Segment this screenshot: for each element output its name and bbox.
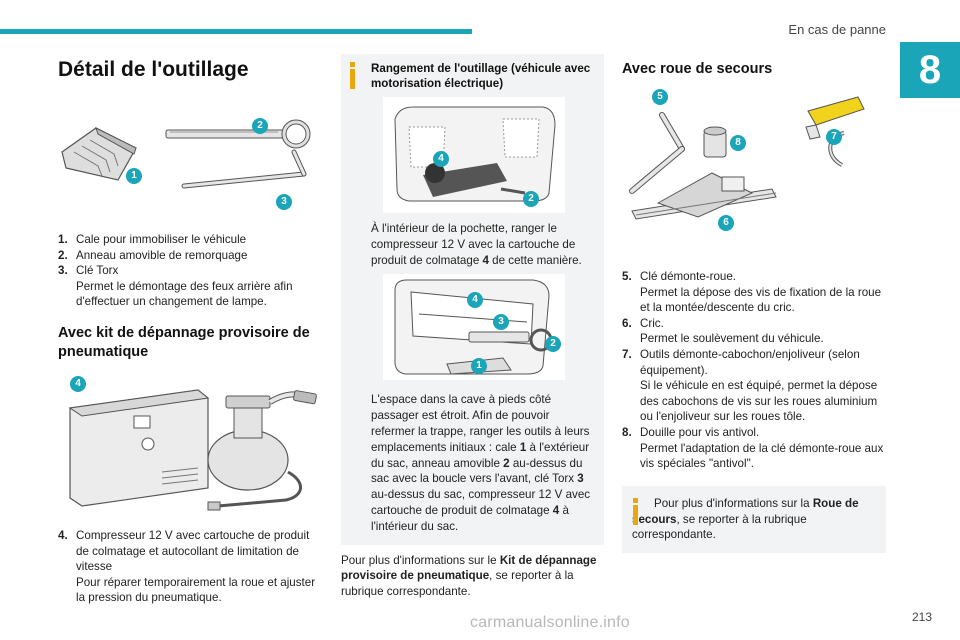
callout-3: 3 bbox=[276, 194, 292, 210]
list-item: 4. Compresseur 12 V avec cartouche de pr… bbox=[58, 528, 316, 605]
storage-instructions: À l'intérieur de la pochette, ranger le … bbox=[371, 222, 582, 267]
callout-1: 1 bbox=[126, 168, 142, 184]
callout-4: 4 bbox=[70, 375, 86, 392]
callout-1: 1 bbox=[471, 358, 487, 375]
storage-notes: L'espace dans la cave à pieds côté passa… bbox=[371, 393, 591, 533]
list-item: 5. Clé démonte-roue. Permet la dépose de… bbox=[622, 270, 882, 315]
info-title: Rangement de l'outillage (véhicule avec … bbox=[371, 62, 591, 90]
tools-list: 1. Cale pour immobiliser le véhicule 2. … bbox=[58, 232, 323, 310]
compressor-drawing bbox=[68, 389, 317, 511]
spare-wheel-info-box: Pour plus d'informations sur la Roue de … bbox=[622, 485, 886, 554]
info-icon bbox=[349, 62, 355, 90]
watermark: carmanualsonline.info bbox=[470, 614, 630, 631]
info-icon bbox=[632, 497, 638, 526]
subsection-title: Avec roue de secours bbox=[622, 61, 773, 77]
chock-ring-torx-drawing bbox=[61, 119, 311, 189]
list-item: 7. Outils démonte-cabochon/enjoliveur (s… bbox=[622, 347, 878, 424]
wheel-tools-drawing bbox=[629, 96, 865, 220]
callout-8: 8 bbox=[730, 135, 746, 151]
page-number: 213 bbox=[911, 610, 932, 624]
wheel-tools-list: 5. Clé démonte-roue. Permet la dépose de… bbox=[622, 269, 886, 472]
callout-6: 6 bbox=[718, 215, 734, 231]
chapter-badge: 8 bbox=[900, 42, 960, 98]
bag-packed-drawing bbox=[383, 274, 565, 381]
callout-2: 2 bbox=[252, 118, 268, 134]
bag-open-drawing bbox=[383, 97, 565, 213]
section-label: En cas de panne bbox=[788, 22, 886, 37]
list-item: 3. Clé Torx Permet le démontage des feux… bbox=[58, 264, 293, 309]
callout-2: 2 bbox=[545, 336, 561, 353]
callout-3: 3 bbox=[493, 314, 509, 331]
column-3: Avec roue de secours 5 8 7 6 bbox=[622, 54, 886, 554]
column-2: Rangement de l'outillage (véhicule avec … bbox=[341, 54, 604, 600]
callout-7: 7 bbox=[826, 129, 842, 145]
page-title: Détail de l'outillage bbox=[58, 58, 249, 81]
callout-5: 5 bbox=[652, 89, 668, 105]
storage-bag-illustration-b: 4 3 2 1 bbox=[383, 274, 565, 381]
callout-2: 2 bbox=[523, 191, 539, 207]
column-1: Détail de l'outillage 1 2 3 1. Cale po bbox=[58, 54, 323, 606]
callout-4: 4 bbox=[467, 292, 483, 309]
toolkit-illustration: 1 2 3 bbox=[58, 88, 323, 210]
header-accent-bar bbox=[0, 29, 472, 34]
kit-reference: Pour plus d'informations sur le Kit de d… bbox=[341, 553, 597, 599]
list-item: 6. Cric. Permet le soulèvement du véhicu… bbox=[622, 316, 824, 346]
list-item: 8. Douille pour vis antivol. Permet l'ad… bbox=[622, 425, 884, 471]
list-item: 2. Anneau amovible de remorquage bbox=[58, 248, 248, 262]
storage-info-box: Rangement de l'outillage (véhicule avec … bbox=[341, 54, 604, 545]
compressor-illustration: 4 bbox=[58, 368, 323, 518]
storage-bag-illustration-a: 4 2 bbox=[383, 97, 565, 213]
spare-wheel-tools-illustration: 5 8 7 6 bbox=[622, 89, 886, 243]
list-item: 1. Cale pour immobiliser le véhicule bbox=[58, 233, 247, 246]
callout-4: 4 bbox=[433, 151, 449, 167]
compressor-list: 4. Compresseur 12 V avec cartouche de pr… bbox=[58, 528, 323, 606]
spare-wheel-reference: Pour plus d'informations sur la Roue de … bbox=[632, 496, 859, 542]
subsection-title: Avec kit de dépannage provisoire de pneu… bbox=[58, 324, 310, 360]
